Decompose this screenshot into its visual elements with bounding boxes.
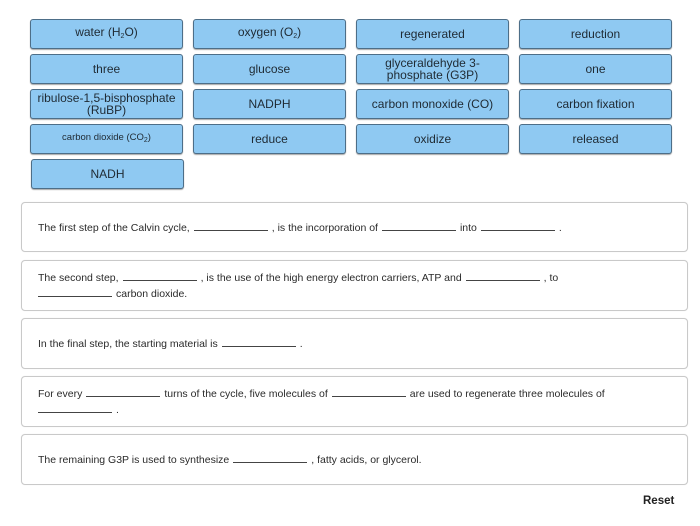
chip-one[interactable]: one (519, 54, 672, 84)
chip-label: carbon monoxide (CO) (371, 97, 494, 111)
chip-label: NADPH (248, 97, 291, 111)
chip-label: oxygen (O2) (237, 24, 302, 40)
chip-reduction[interactable]: reduction (519, 19, 672, 49)
sentence-box-3: In the final step, the starting material… (21, 318, 688, 369)
sentence-text: The second step, , is the use of the high… (38, 272, 558, 285)
sentence-fragment: , is the use of the high energy electron… (200, 272, 462, 284)
chip-label: glyceraldehyde 3-phosphate (G3P) (385, 56, 480, 82)
chip-carbon-fixation[interactable]: carbon fixation (519, 89, 672, 119)
reset-button[interactable]: Reset (643, 495, 675, 507)
chip-g3p[interactable]: glyceraldehyde 3-phosphate (G3P) (356, 54, 509, 84)
drop-blank[interactable] (331, 389, 406, 397)
chip-three[interactable]: three (30, 54, 183, 84)
sentence-fragment: into (459, 222, 477, 234)
sentence-text: carbon dioxide. (38, 288, 187, 301)
sentence-text: The remaining G3P is used to synthesize,… (38, 454, 422, 467)
sentence-fragment: , is the incorporation of (271, 222, 378, 234)
chip-label: regenerated (400, 27, 465, 41)
drop-blank[interactable] (86, 389, 161, 397)
chip-label: glucose (248, 62, 291, 76)
chip-label: released (572, 132, 619, 146)
drop-blank[interactable] (193, 223, 268, 231)
chip-label: NADH (90, 167, 125, 181)
sentence-fragment: The first step of the Calvin cycle, (38, 222, 190, 234)
chip-regenerated[interactable]: regenerated (356, 19, 509, 49)
drop-blank[interactable] (38, 289, 112, 297)
drop-blank[interactable] (480, 223, 555, 231)
drop-blank[interactable] (38, 405, 112, 413)
sentence-text: In the final step, the starting material… (38, 338, 303, 351)
chip-reduce[interactable]: reduce (193, 124, 346, 154)
chip-rubp[interactable]: ribulose-1,5-bisphosphate (RuBP) (30, 89, 183, 119)
chip-label: water (H2O) (75, 24, 138, 40)
chip-label: oxidize (413, 132, 452, 146)
chip-released[interactable]: released (519, 124, 672, 154)
chip-oxidize[interactable]: oxidize (356, 124, 509, 154)
sentence-box-4: For every turns of the cycle, five molecu… (21, 376, 688, 427)
sentence-text: The first step of the Calvin cycle, , is … (38, 222, 562, 235)
sentence-fragment: , to (543, 272, 559, 284)
chip-carbon-dioxide[interactable]: carbon dioxide (CO2) (30, 124, 183, 154)
chip-oxygen[interactable]: oxygen (O2) (193, 19, 346, 49)
drop-blank[interactable] (381, 223, 456, 231)
drop-blank[interactable] (465, 273, 540, 281)
sentence-box-2: The second step, , is the use of the high… (21, 260, 688, 311)
sentence-box-5: The remaining G3P is used to synthesize,… (21, 434, 688, 485)
chip-label: carbon dioxide (CO2) (62, 131, 151, 144)
chip-nadph[interactable]: NADPH (193, 89, 346, 119)
sentence-fragment: In the final step, the starting material… (38, 338, 218, 350)
sentence-fragment: . (116, 404, 119, 416)
chip-water[interactable]: water (H2O) (30, 19, 183, 49)
sentence-text: For every turns of the cycle, five molecu… (38, 388, 605, 401)
word-bank: water (H2O) oxygen (O2) regenerated redu… (0, 0, 700, 200)
sentence-fragment: . (299, 338, 303, 350)
sentence-text: . (38, 404, 119, 417)
sentence-fragment: carbon dioxide. (116, 288, 188, 300)
sentence-fragment: The remaining G3P is used to synthesize (38, 454, 230, 466)
chip-label: ribulose-1,5-bisphosphate (RuBP) (37, 91, 176, 117)
chip-label: one (585, 62, 606, 76)
chip-glucose[interactable]: glucose (193, 54, 346, 84)
sentence-fragment: . (558, 222, 562, 234)
sentence-fragment: For every (38, 388, 83, 400)
chip-label: reduction (570, 27, 621, 41)
drop-blank[interactable] (122, 273, 197, 281)
sentence-fragment: , fatty acids, or glycerol. (311, 454, 422, 466)
chip-label: carbon fixation (556, 97, 635, 111)
chip-nadh[interactable]: NADH (31, 159, 184, 189)
sentence-fragment: are used to regenerate three molecules o… (409, 388, 605, 400)
drop-blank[interactable] (233, 455, 308, 463)
chip-label: reduce (251, 132, 288, 146)
chip-carbon-monoxide[interactable]: carbon monoxide (CO) (356, 89, 509, 119)
sentence-fragment: The second step, (38, 272, 119, 284)
chip-label: three (92, 62, 121, 76)
drop-blank[interactable] (221, 339, 296, 347)
sentence-fragment: turns of the cycle, five molecules of (164, 388, 328, 400)
sentence-box-1: The first step of the Calvin cycle, , is … (21, 202, 688, 252)
